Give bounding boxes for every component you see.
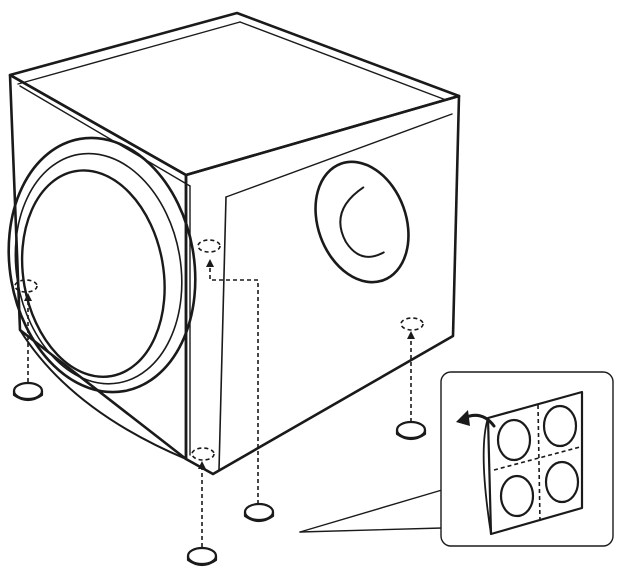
arrowhead-back-right (407, 331, 415, 339)
subwoofer-cabinet (8, 11, 461, 476)
cabinet-right-bevel (225, 113, 453, 198)
foot-pad-icon (395, 420, 427, 441)
cabinet-right-front-edge (218, 196, 227, 471)
inset-frame (440, 371, 614, 547)
pad-sheet (486, 390, 584, 536)
foot-pad-icon (186, 546, 218, 567)
sheet-pad-bottom-right (544, 460, 580, 504)
woofer-cone-edge (20, 169, 166, 378)
sheet-pad-top-right (542, 404, 578, 448)
arrowhead-front-left (24, 293, 32, 301)
sheet-perforation-horizontal (493, 446, 581, 471)
arrowhead-front-right (198, 461, 206, 469)
mounting-spot-back-left (197, 239, 221, 253)
cabinet-top-bevel-front (19, 85, 191, 187)
pad-sheet-peeled-corner (482, 417, 492, 535)
guide-lines (24, 259, 415, 547)
port-inner-arc (339, 186, 385, 258)
mounting-spot-front-right (191, 447, 215, 461)
sheet-perforation-vertical (537, 404, 541, 523)
woofer-surround (14, 152, 183, 385)
cabinet-top-bevel-left (17, 21, 241, 85)
cabinet-top-bevel-right (239, 21, 447, 101)
pad-sheet-inset (440, 371, 614, 547)
cabinet-right-face (184, 94, 461, 476)
sheet-pad-top-left (496, 418, 532, 462)
port-outer (314, 160, 410, 284)
sheet-pad-bottom-left (499, 474, 535, 518)
mounting-spots (14, 239, 424, 461)
foot-pad-icon (243, 502, 275, 523)
foot-pad-icon (12, 381, 44, 402)
callout-pointer (299, 489, 443, 533)
guide-line-back-left (209, 262, 259, 504)
woofer-driver (7, 136, 197, 394)
cabinet-top-face (8, 11, 461, 177)
bass-port (314, 160, 410, 284)
cabinet-bottom-edge (19, 329, 187, 460)
arrowhead-back-left (206, 259, 214, 267)
mounting-spot-front-left (14, 279, 38, 293)
foot-pads (12, 381, 427, 567)
woofer-outer-ring (7, 136, 197, 394)
peel-arrowhead (456, 410, 470, 426)
mounting-spot-back-right (400, 317, 424, 331)
